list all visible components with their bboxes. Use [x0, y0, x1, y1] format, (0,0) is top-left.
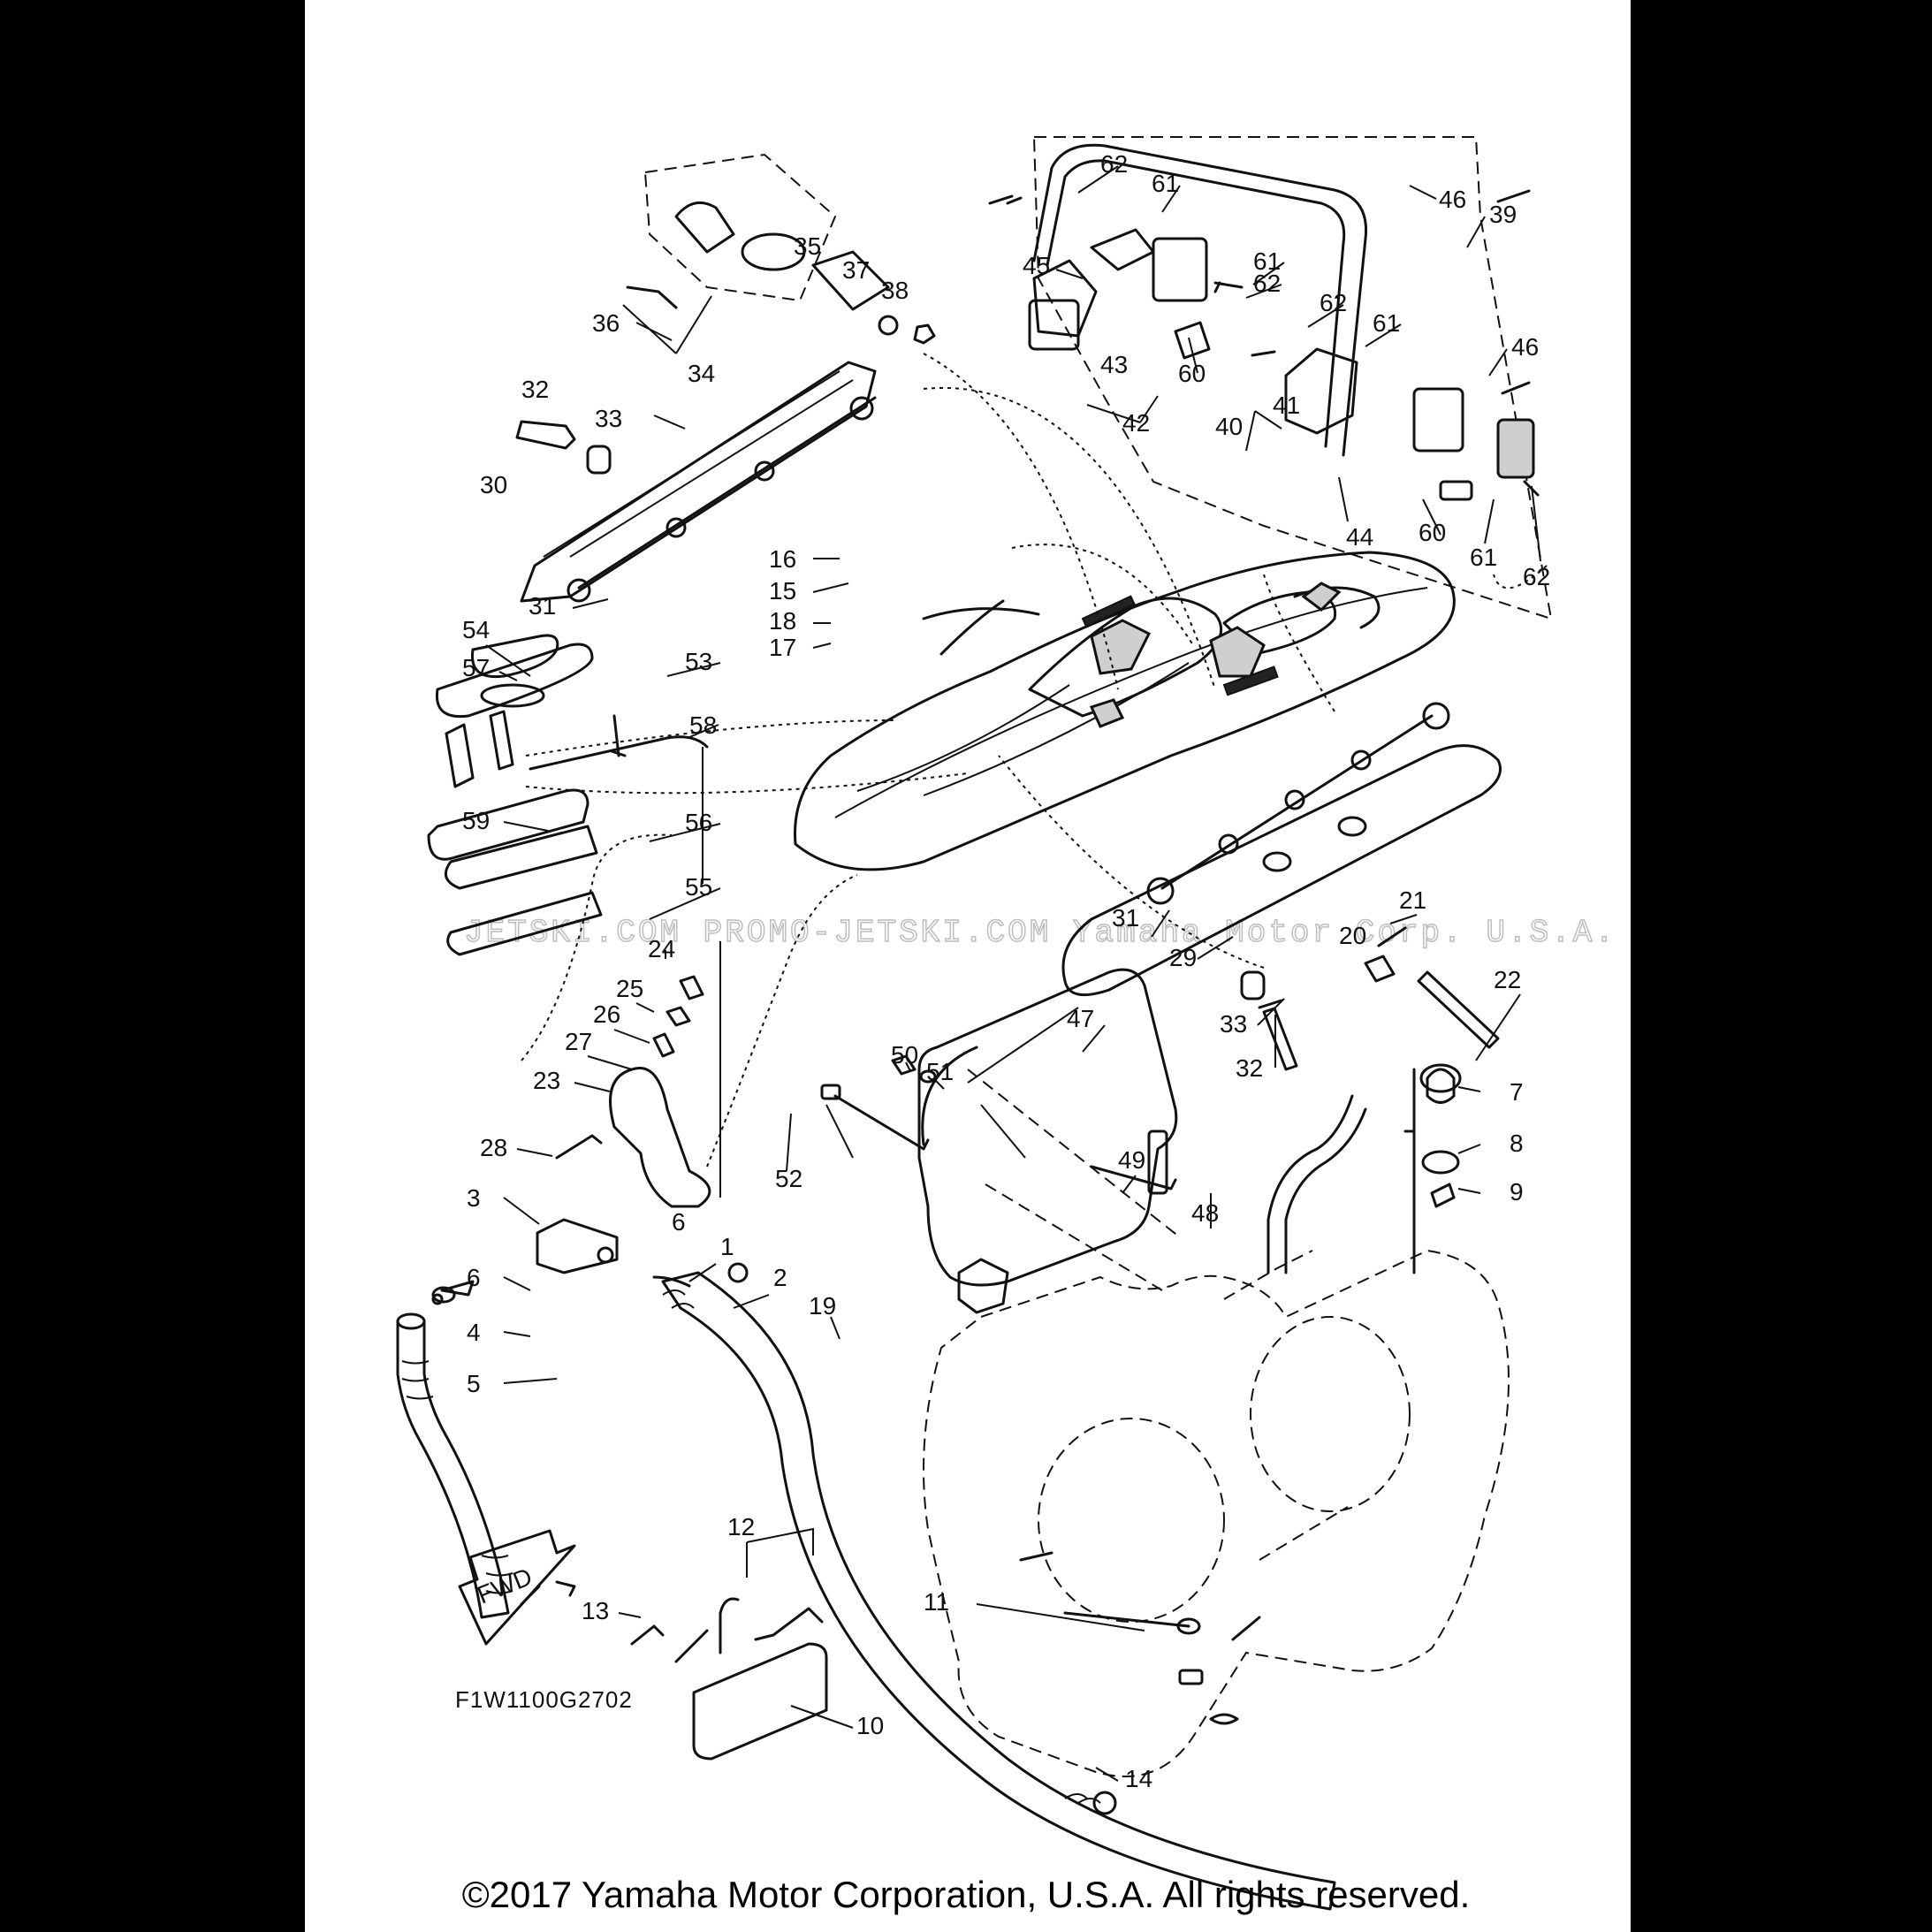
callout-6: 6 — [672, 1208, 686, 1236]
callout-32: 32 — [1236, 1054, 1263, 1082]
callout-33: 33 — [595, 405, 622, 432]
callout-14: 14 — [1125, 1765, 1152, 1792]
callout-5: 5 — [467, 1370, 481, 1397]
callout-4: 4 — [467, 1319, 481, 1346]
callout-19: 19 — [809, 1292, 836, 1320]
callout-49: 49 — [1118, 1146, 1145, 1174]
callout-50: 50 — [891, 1041, 918, 1069]
callout-41: 41 — [1273, 392, 1300, 419]
watermark: JETSKI.COM PROMO-JETSKI.COM Yamaha Motor… — [464, 915, 1631, 951]
callout-60: 60 — [1178, 360, 1206, 387]
diagram-sheet: JETSKI.COM PROMO-JETSKI.COM Yamaha Motor… — [305, 0, 1631, 1932]
callout-7: 7 — [1510, 1078, 1524, 1106]
callout-55: 55 — [685, 873, 712, 901]
callout-34: 34 — [688, 360, 715, 387]
callout-22: 22 — [1494, 966, 1521, 993]
callout-47: 47 — [1067, 1005, 1094, 1032]
callout-29: 29 — [1169, 944, 1197, 971]
grab-handle-right-group — [1061, 702, 1502, 1071]
callout-3: 3 — [467, 1184, 481, 1212]
callout-23: 23 — [533, 1067, 560, 1094]
callout-46: 46 — [1511, 333, 1539, 361]
callout-45: 45 — [1023, 252, 1050, 279]
grab-handle-left-group — [515, 153, 936, 603]
figure-code: F1W1100G2702 — [455, 1686, 633, 1713]
callout-labels: 1 2 3 4 5 6 6 7 8 9 10 11 12 13 14 15 16… — [462, 150, 1550, 1792]
callout-25: 25 — [616, 975, 643, 1002]
cover-plate-group — [820, 968, 1181, 1314]
callout-10: 10 — [856, 1712, 884, 1739]
callout-30: 30 — [480, 471, 507, 498]
callout-28: 28 — [480, 1134, 507, 1161]
callout-61: 61 — [1253, 247, 1281, 275]
callout-38: 38 — [881, 277, 909, 304]
callout-21: 21 — [1399, 886, 1426, 914]
callout-62: 62 — [1100, 150, 1128, 178]
callout-13: 13 — [582, 1597, 609, 1624]
hatch-latch-group — [427, 634, 709, 956]
callout-24: 24 — [648, 935, 675, 962]
callout-8: 8 — [1510, 1130, 1524, 1157]
callout-17: 17 — [769, 634, 796, 661]
callout-20: 20 — [1339, 922, 1366, 949]
callout-15: 15 — [769, 577, 796, 605]
copyright-notice: ©2017 Yamaha Motor Corporation, U.S.A. A… — [461, 1874, 1471, 1915]
fwd-label: FWD — [474, 1563, 536, 1609]
forward-direction-arrow: FWD — [458, 1529, 576, 1646]
hose-group — [396, 1218, 1336, 1911]
callout-62: 62 — [1320, 289, 1347, 316]
callout-32: 32 — [521, 376, 549, 403]
callout-48: 48 — [1191, 1199, 1219, 1227]
callout-59: 59 — [462, 807, 490, 834]
callout-61: 61 — [1373, 309, 1400, 337]
rear-handle-group — [988, 136, 1553, 620]
callout-62: 62 — [1523, 563, 1550, 590]
callout-1: 1 — [720, 1233, 734, 1260]
callout-60: 60 — [1419, 519, 1446, 546]
callout-43: 43 — [1100, 351, 1128, 378]
callout-leaders — [485, 165, 1541, 1782]
callout-57: 57 — [462, 654, 490, 681]
callout-51: 51 — [926, 1058, 954, 1085]
watercraft-body — [794, 551, 1456, 871]
callout-9: 9 — [1510, 1178, 1524, 1206]
callout-18: 18 — [769, 607, 796, 635]
callout-35: 35 — [794, 232, 821, 260]
callout-31: 31 — [529, 592, 556, 620]
callout-40: 40 — [1215, 413, 1243, 440]
callout-33: 33 — [1220, 1010, 1247, 1038]
callout-26: 26 — [593, 1000, 620, 1028]
callout-16: 16 — [769, 545, 796, 573]
callout-31: 31 — [1112, 904, 1139, 932]
callout-61: 61 — [1470, 544, 1497, 571]
callout-54: 54 — [462, 616, 490, 643]
callout-46: 46 — [1439, 186, 1466, 213]
callout-6: 6 — [467, 1264, 481, 1291]
callout-11: 11 — [924, 1588, 949, 1616]
bracket-group — [555, 941, 721, 1208]
callout-52: 52 — [775, 1165, 802, 1192]
callout-37: 37 — [842, 256, 870, 284]
pump-housing-group — [923, 1063, 1510, 1815]
callout-44: 44 — [1346, 523, 1373, 551]
callout-36: 36 — [592, 309, 620, 337]
callout-2: 2 — [773, 1264, 787, 1291]
parts-diagram: JETSKI.COM PROMO-JETSKI.COM Yamaha Motor… — [396, 136, 1631, 1911]
callout-39: 39 — [1489, 201, 1517, 228]
callout-12: 12 — [727, 1513, 755, 1540]
callout-27: 27 — [565, 1028, 592, 1055]
